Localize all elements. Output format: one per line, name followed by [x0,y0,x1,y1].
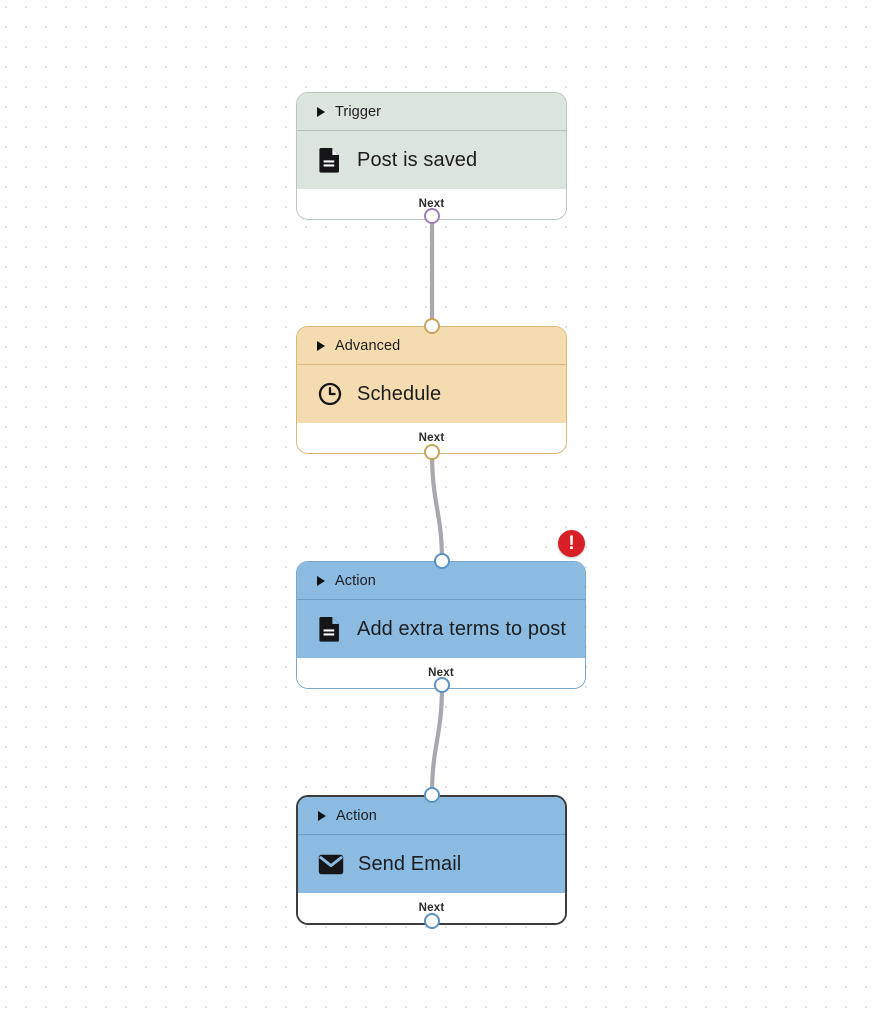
node-kind-label: Trigger [335,103,382,120]
node-input-port-action2[interactable] [424,787,440,803]
node-action-add-extra-terms-to-post[interactable]: Action Add extra terms to post Next [296,561,586,689]
chevron-right-icon[interactable] [317,340,325,351]
node-action-send-email[interactable]: Action Send Email Next [296,795,567,925]
node-input-port-action1[interactable] [434,553,450,569]
clock-icon [317,381,343,407]
node-error-badge[interactable]: ! [558,530,585,557]
node-title: Add extra terms to post [357,617,567,640]
node-header-trigger[interactable]: Trigger [297,93,566,131]
envelope-icon [318,851,344,877]
node-title: Send Email [358,852,462,875]
node-body-action[interactable]: Add extra terms to post [297,600,585,658]
chevron-right-icon[interactable] [318,810,326,821]
chevron-right-icon[interactable] [317,575,325,586]
node-title: Schedule [357,382,442,405]
node-output-port-advanced[interactable] [424,444,440,460]
node-output-port-trigger[interactable] [424,208,440,224]
node-kind-label: Action [336,807,377,824]
node-header-action[interactable]: Action [298,797,565,835]
node-output-port-action1[interactable] [434,677,450,693]
document-icon [317,616,343,642]
exclamation-icon: ! [568,532,575,554]
node-advanced-schedule[interactable]: Advanced Schedule Next [296,326,567,454]
chevron-right-icon[interactable] [317,106,325,117]
node-body-advanced[interactable]: Schedule [297,365,566,423]
node-body-trigger[interactable]: Post is saved [297,131,566,189]
node-title: Post is saved [357,148,478,171]
edge-action1-to-action2 [429,682,445,798]
node-input-port-advanced[interactable] [424,318,440,334]
edge-advanced-to-action1 [429,449,445,564]
node-kind-label: Action [335,572,376,589]
node-trigger-post-is-saved[interactable]: Trigger Post is saved Next [296,92,567,220]
node-body-action[interactable]: Send Email [298,835,565,893]
node-output-port-action2[interactable] [424,913,440,929]
document-icon [317,147,343,173]
node-kind-label: Advanced [335,337,401,354]
